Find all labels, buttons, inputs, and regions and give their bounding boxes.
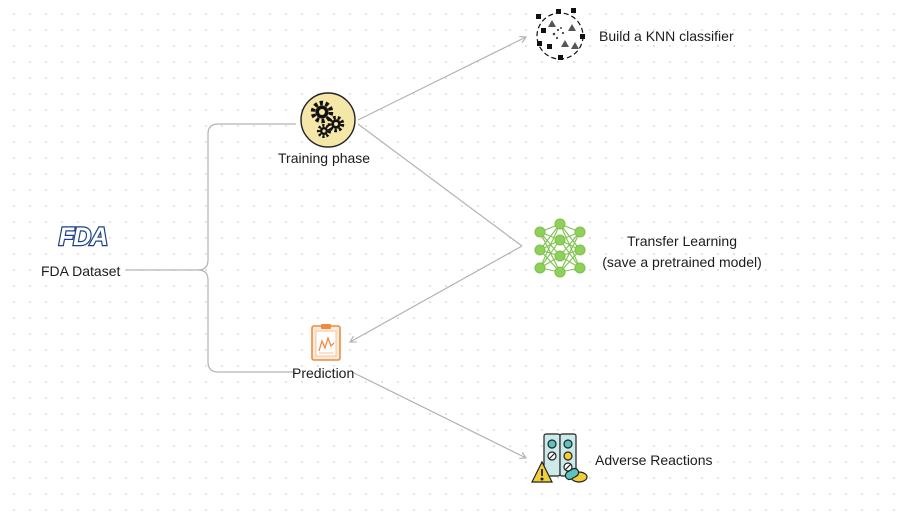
transfer-learning-label: Transfer Learning (save a pretrained mod… bbox=[598, 232, 766, 271]
adverse-reactions-label: Adverse Reactions bbox=[595, 452, 713, 468]
gears-icon bbox=[300, 92, 356, 148]
knn-classifier-label: Build a KNN classifier bbox=[599, 28, 734, 44]
arrow-prediction-adverse bbox=[351, 371, 528, 459]
training-phase-label: Training phase bbox=[278, 150, 371, 166]
transfer-learning-title: Transfer Learning bbox=[627, 233, 737, 249]
clipboard-chart-icon bbox=[311, 324, 341, 361]
connector-fda-branch bbox=[126, 123, 296, 271]
prediction-label: Prediction bbox=[292, 365, 355, 381]
knn-scatter-icon bbox=[536, 8, 585, 60]
fda-logo-text: FDA bbox=[59, 223, 107, 251]
connector-fda-prediction bbox=[197, 269, 296, 373]
neural-network-icon bbox=[534, 218, 586, 278]
fda-dataset-label: FDA Dataset bbox=[41, 263, 121, 279]
connector-training-transfer bbox=[357, 123, 523, 247]
arrow-transfer-prediction bbox=[348, 245, 523, 343]
connectors bbox=[126, 36, 528, 459]
pills-warning-icon bbox=[531, 433, 588, 483]
transfer-learning-subtitle: (save a pretrained model) bbox=[602, 254, 762, 270]
arrow-training-knn bbox=[357, 36, 528, 121]
fda-logo-icon: FDA bbox=[58, 222, 110, 252]
